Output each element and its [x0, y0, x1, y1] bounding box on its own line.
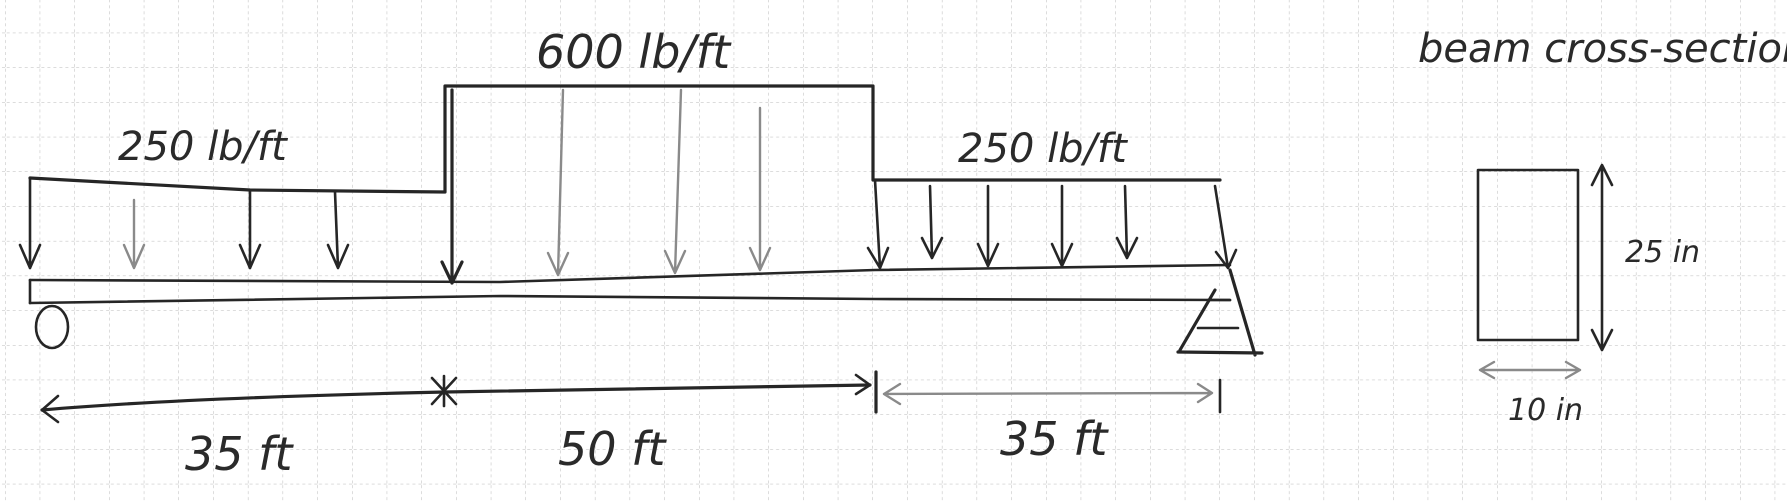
cross-section-rect: [1476, 168, 1580, 342]
cross-section-title: beam cross-section: [1418, 26, 1787, 72]
roller-support: [1176, 268, 1264, 357]
span-dimension-line: [40, 370, 1222, 424]
span-third-label: 35 ft: [1000, 412, 1109, 466]
right-load-arrows: [866, 178, 1238, 270]
span-first-label: 35 ft: [185, 427, 294, 481]
width-dimension-arrow: [1478, 360, 1582, 380]
pin-support: [34, 304, 70, 350]
right-load-label: 250 lb/ft: [958, 126, 1128, 172]
cross-section-width-label: 10 in: [1508, 393, 1583, 428]
height-dimension-arrow: [1590, 163, 1614, 352]
left-load-arrows: [18, 176, 350, 270]
cross-section: [1476, 163, 1614, 380]
left-load-label: 250 lb/ft: [118, 124, 288, 170]
cross-section-height-label: 25 in: [1625, 235, 1700, 270]
beam: [28, 263, 1232, 305]
middle-load-label: 600 lb/ft: [536, 25, 732, 79]
span-second-label: 50 ft: [558, 422, 667, 476]
left-load-outline: [28, 84, 1222, 194]
